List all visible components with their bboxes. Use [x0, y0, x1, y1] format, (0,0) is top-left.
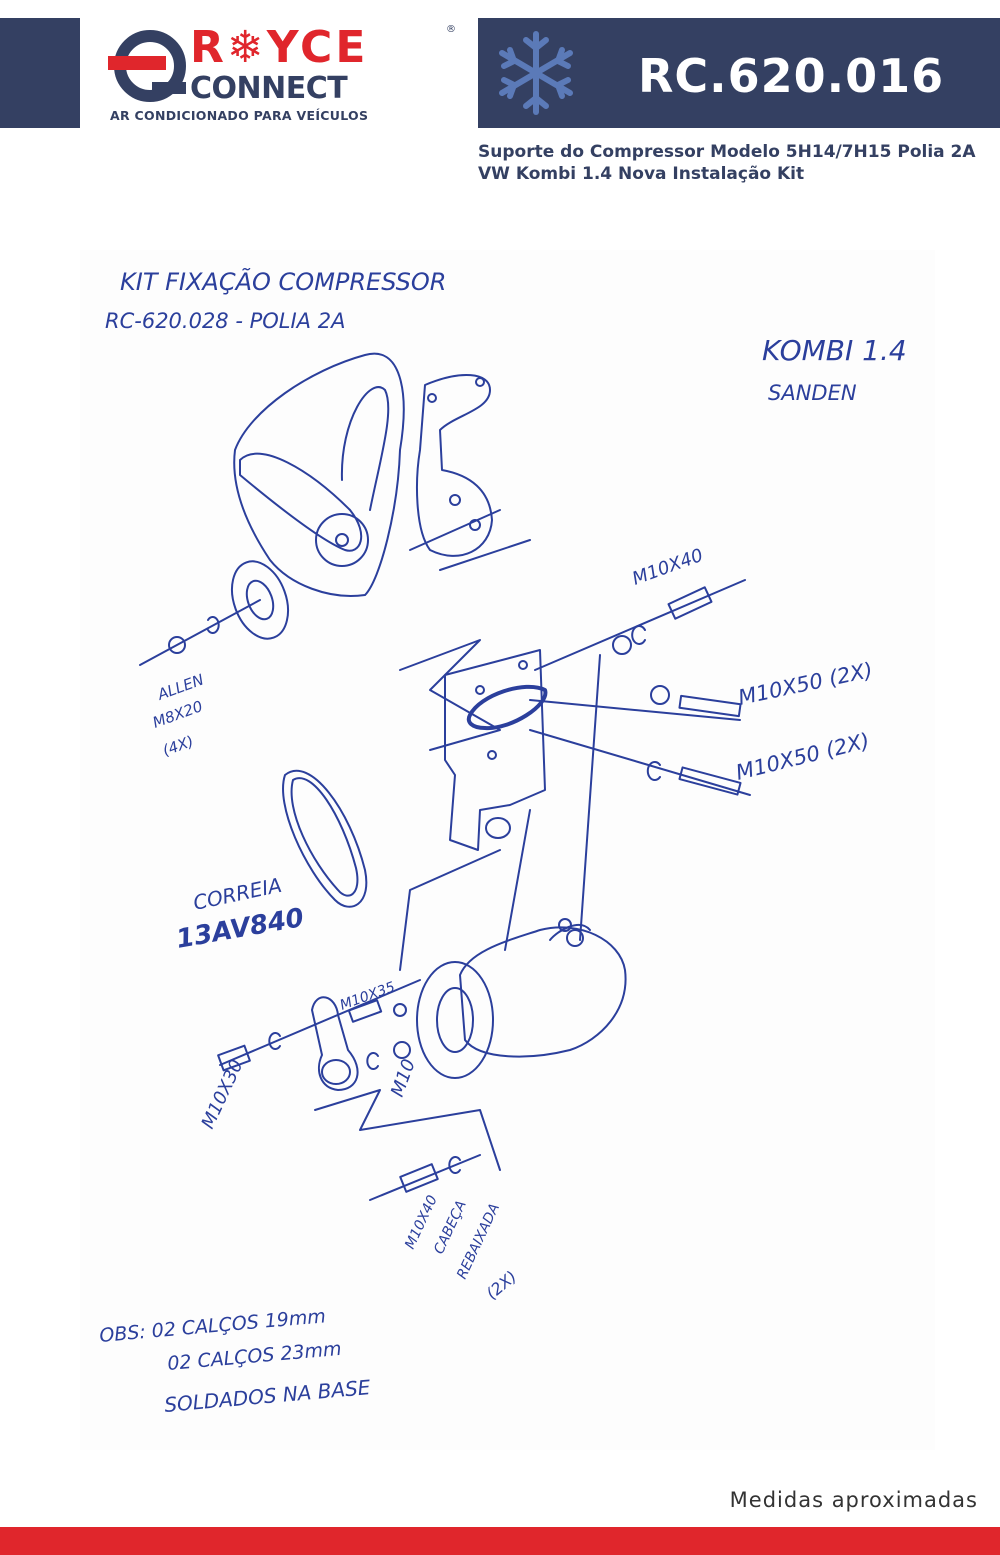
bolt-m10x40	[667, 586, 713, 620]
brand-tagline: AR CONDICIONADO PARA VEÍCULOS	[110, 108, 369, 123]
label-m10x30: M10X30	[197, 1056, 247, 1132]
kit-title-line2: RC-620.028 - POLIA 2A	[105, 309, 345, 333]
vehicle-model: KOMBI 1.4	[762, 334, 907, 367]
logo-mark-icon	[108, 30, 186, 102]
brand-connect-text: CONNECT	[190, 71, 348, 106]
product-code: RC.620.016	[638, 49, 945, 103]
label-m10x40-top: M10X40	[630, 545, 706, 590]
belt-loop	[239, 452, 363, 552]
exploded-diagram: KIT FIXAÇÃO COMPRESSOR RC-620.028 - POLI…	[99, 266, 907, 1417]
slot-arch	[340, 386, 390, 511]
vehicle-compressor: SANDEN	[768, 381, 857, 405]
header-left-block	[0, 18, 80, 128]
bolt-m10x50-b	[678, 766, 742, 796]
pulley	[230, 560, 290, 640]
obs-line3: SOLDADOS NA BASE	[163, 1375, 371, 1417]
header-right-block	[478, 18, 1000, 128]
brand-logo: R❄YCE ® CONNECT AR CONDICIONADO PARA VEÍ…	[108, 22, 458, 126]
drawing-sheet: KIT FIXAÇÃO COMPRESSOR RC-620.028 - POLI…	[80, 250, 935, 1450]
footer-bar	[0, 1527, 1000, 1555]
label-bottom-bolt-4: (2X)	[482, 1267, 520, 1303]
plate-slot	[466, 684, 548, 731]
product-title: Suporte do Compressor Modelo 5H14/7H15 P…	[478, 142, 976, 184]
upper-bracket	[233, 352, 405, 597]
bolt-m10x50-a	[678, 694, 742, 718]
label-m10x50-a: M10X50 (2X)	[736, 658, 875, 710]
registered-mark: ®	[446, 24, 456, 35]
bolt-m10x35	[347, 999, 383, 1023]
bolt-m10x30	[217, 1044, 251, 1072]
snowflake-icon	[499, 31, 573, 115]
obs-line1: OBS: 02 CALÇOS 19mm	[99, 1305, 327, 1347]
kit-title-line1: KIT FIXAÇÃO COMPRESSOR	[120, 266, 446, 296]
brand-royce-text: R❄YCE	[190, 22, 369, 73]
label-allen-3: (4X)	[160, 732, 196, 760]
label-m10: M10	[387, 1056, 420, 1099]
footer-note: Medidas aproximadas	[729, 1488, 978, 1512]
label-m10x50-b: M10X50 (2X)	[733, 728, 872, 784]
lower-arm	[311, 996, 359, 1091]
label-belt-code: 13AV840	[174, 903, 306, 955]
drive-belt	[282, 769, 368, 908]
label-allen-2: M8X20	[150, 697, 205, 732]
compressor-front	[416, 961, 494, 1079]
side-bracket	[416, 374, 493, 557]
bolt-m10x40-bottom	[399, 1163, 439, 1193]
label-m10x35: M10X35	[338, 979, 397, 1014]
compressor	[459, 926, 627, 1058]
allen-bolt	[168, 636, 186, 654]
obs-line2: 02 CALÇOS 23mm	[167, 1338, 343, 1375]
middle-plate	[444, 649, 546, 851]
bracket-hub	[315, 513, 369, 567]
nut-m10	[393, 1041, 411, 1059]
washer-top	[612, 635, 632, 655]
